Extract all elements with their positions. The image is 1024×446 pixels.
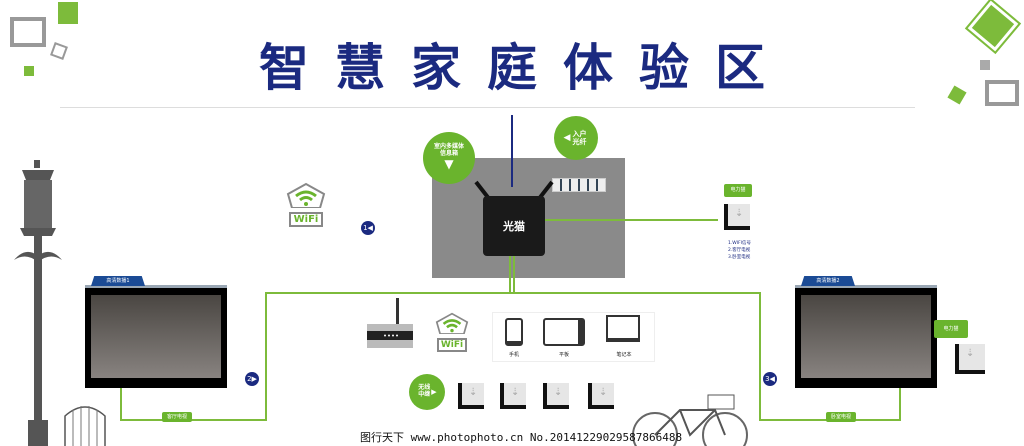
cable [120, 419, 267, 421]
devices-panel [492, 312, 655, 362]
tv-tab: 高清数播1 [91, 276, 145, 286]
laptop-icon [606, 315, 640, 342]
fiber-line [511, 115, 513, 187]
power-socket [543, 383, 569, 409]
tv-screen [91, 295, 221, 378]
marker-2: 2▶ [245, 372, 259, 386]
birdcage-icon [64, 406, 106, 446]
power-socket [724, 204, 750, 230]
wifi-sign: WiFi [435, 312, 469, 352]
power-socket [955, 344, 985, 374]
deco-square [24, 66, 34, 76]
tv-caption: 客厅电视 [162, 412, 192, 422]
power-socket [588, 383, 614, 409]
deco-square [58, 2, 78, 24]
cable [545, 219, 718, 221]
port-strip [552, 178, 606, 192]
powercat-label: 电力猫 [934, 320, 968, 338]
power-socket [500, 383, 526, 409]
power-socket [458, 383, 484, 409]
wifi-sign: WiFi [286, 182, 326, 228]
fiber-badge: ◀入户光纤 [554, 116, 598, 160]
street-lamp-icon [14, 160, 62, 446]
wifi-icon [286, 182, 326, 209]
cable [265, 292, 267, 420]
right-arrow-icon: ▶ [431, 387, 437, 396]
phone-icon [505, 318, 523, 346]
marker-3: 3◀ [763, 372, 777, 386]
deco-square [985, 80, 1019, 106]
router-icon [367, 298, 413, 348]
tv-caption: 卧室电视 [826, 412, 856, 422]
tv-1: 高清数播1 [85, 276, 227, 388]
tv-tab: 高清数播2 [801, 276, 855, 286]
cable [759, 292, 761, 420]
cable [899, 388, 901, 420]
tv-2: 高清数播2 [795, 276, 937, 388]
marker-1: 1◀ [361, 221, 375, 235]
repeater-badge: 无线中继▶ [409, 374, 445, 410]
optical-modem: 光猫 [483, 196, 545, 256]
deco-square [980, 60, 990, 70]
cable [513, 256, 515, 294]
media-box-badge: 室内多媒体信息箱▼ [423, 132, 475, 184]
cable [265, 292, 761, 294]
left-arrow-icon: ◀ [563, 132, 571, 143]
device-label: 笔记本 [616, 352, 632, 358]
cable [509, 256, 511, 294]
device-label: 平板 [558, 352, 569, 358]
deco-square [10, 17, 46, 47]
cable [120, 388, 122, 420]
tv-screen [801, 295, 931, 378]
down-arrow-icon: ▼ [444, 156, 454, 171]
page-title: 智慧家庭体验区 [259, 39, 791, 97]
device-label: 手机 [508, 352, 519, 358]
tablet-icon [543, 318, 585, 346]
modem-label: 光猫 [503, 220, 525, 233]
powercat-label: 电力猫 [724, 184, 752, 197]
wifi-icon [435, 312, 469, 335]
bicycle-icon [632, 394, 748, 446]
watermark: 图行天下 www.photophoto.cn No.20141229029587… [360, 431, 683, 444]
title-divider [60, 107, 915, 108]
